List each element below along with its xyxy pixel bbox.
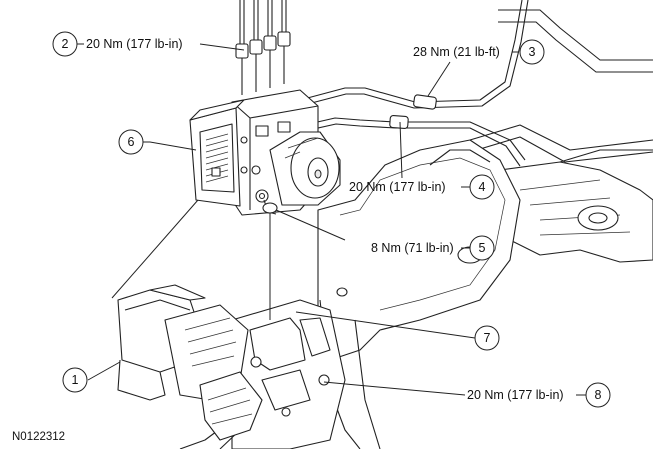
harness-connector bbox=[117, 284, 263, 441]
mounting-bracket bbox=[317, 139, 521, 449]
callout-6: 6 bbox=[118, 129, 197, 155]
callout-8-number: 8 bbox=[595, 388, 602, 402]
brake-line-fittings bbox=[235, 31, 291, 95]
callout-2: 2 20 Nm (177 lb-in) bbox=[52, 31, 245, 57]
callout-5: 8 Nm (71 lb-in) 5 bbox=[275, 209, 495, 261]
lower-bracket bbox=[179, 299, 346, 449]
figure-id: N0122312 bbox=[12, 431, 65, 443]
callout-2-torque: 20 Nm (177 lb-in) bbox=[86, 37, 183, 51]
callout-4-number: 4 bbox=[479, 180, 486, 194]
callout-3-number: 3 bbox=[529, 45, 536, 59]
callout-3-torque: 28 Nm (21 lb-ft) bbox=[413, 45, 500, 59]
callout-7: 7 bbox=[295, 311, 500, 351]
callout-2-number: 2 bbox=[62, 37, 69, 51]
callout-5-number: 5 bbox=[479, 241, 486, 255]
callout-4-torque: 20 Nm (177 lb-in) bbox=[349, 180, 446, 194]
callout-8: 20 Nm (177 lb-in) 8 bbox=[323, 381, 611, 408]
brake-lines-top bbox=[239, 0, 287, 48]
callout-6-number: 6 bbox=[128, 135, 135, 149]
brake-lines-right bbox=[299, 0, 529, 167]
callout-1: 1 bbox=[62, 361, 121, 393]
callout-4: 20 Nm (177 lb-in) 4 bbox=[349, 121, 495, 200]
callout-1-number: 1 bbox=[72, 373, 79, 387]
assembly-lines bbox=[111, 199, 271, 320]
mounting-bolt bbox=[262, 199, 278, 215]
callout-7-number: 7 bbox=[484, 331, 491, 345]
frame-rail bbox=[469, 9, 653, 263]
callout-8-torque: 20 Nm (177 lb-in) bbox=[467, 388, 564, 402]
abs-module bbox=[189, 99, 245, 207]
callout-5-torque: 8 Nm (71 lb-in) bbox=[371, 241, 454, 255]
callout-3: 28 Nm (21 lb-ft) 3 bbox=[413, 39, 545, 97]
pump-motor bbox=[269, 131, 341, 206]
